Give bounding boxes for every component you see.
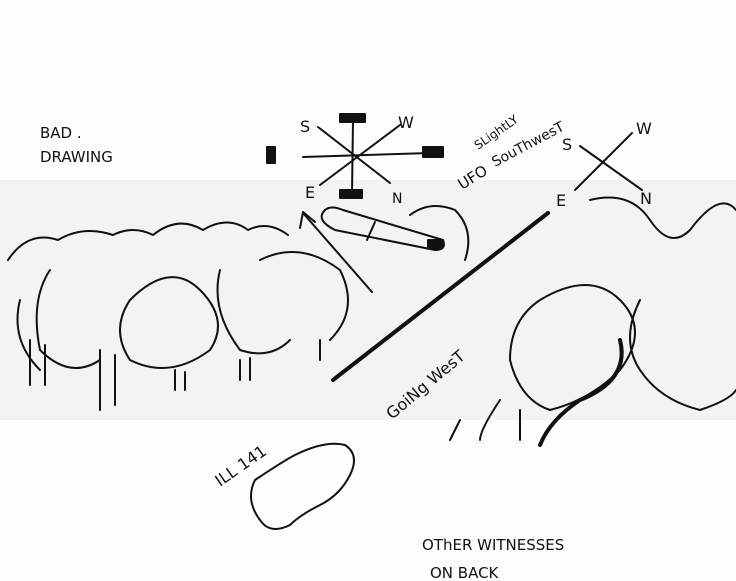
compass-left: [266, 113, 444, 199]
compass-right: [574, 132, 643, 191]
road-line: [331, 211, 550, 382]
compass2-e: E: [556, 191, 566, 210]
compass1-s: S: [300, 117, 310, 136]
compass2-n: N: [640, 189, 652, 208]
tree-line: [7, 196, 736, 447]
road-label: ILL 141: [211, 441, 270, 490]
compass1-w: W: [398, 113, 414, 132]
bad-drawing-line2: DRAWING: [40, 148, 113, 166]
compass2-s: S: [562, 135, 572, 154]
sight-arrow: [299, 211, 373, 293]
bad-drawing-line1: BAD .: [40, 124, 82, 142]
compass2-w: W: [636, 119, 652, 138]
car-drawing: [250, 442, 355, 530]
paper-shading: [0, 180, 736, 420]
other-witnesses-line1: OThER WITNESSES: [422, 536, 564, 554]
compass1-n: N: [392, 191, 402, 207]
compass1-e: E: [305, 183, 315, 202]
ufo-shape: [320, 206, 445, 251]
other-witnesses-line2: ON BACK: [430, 564, 500, 581]
